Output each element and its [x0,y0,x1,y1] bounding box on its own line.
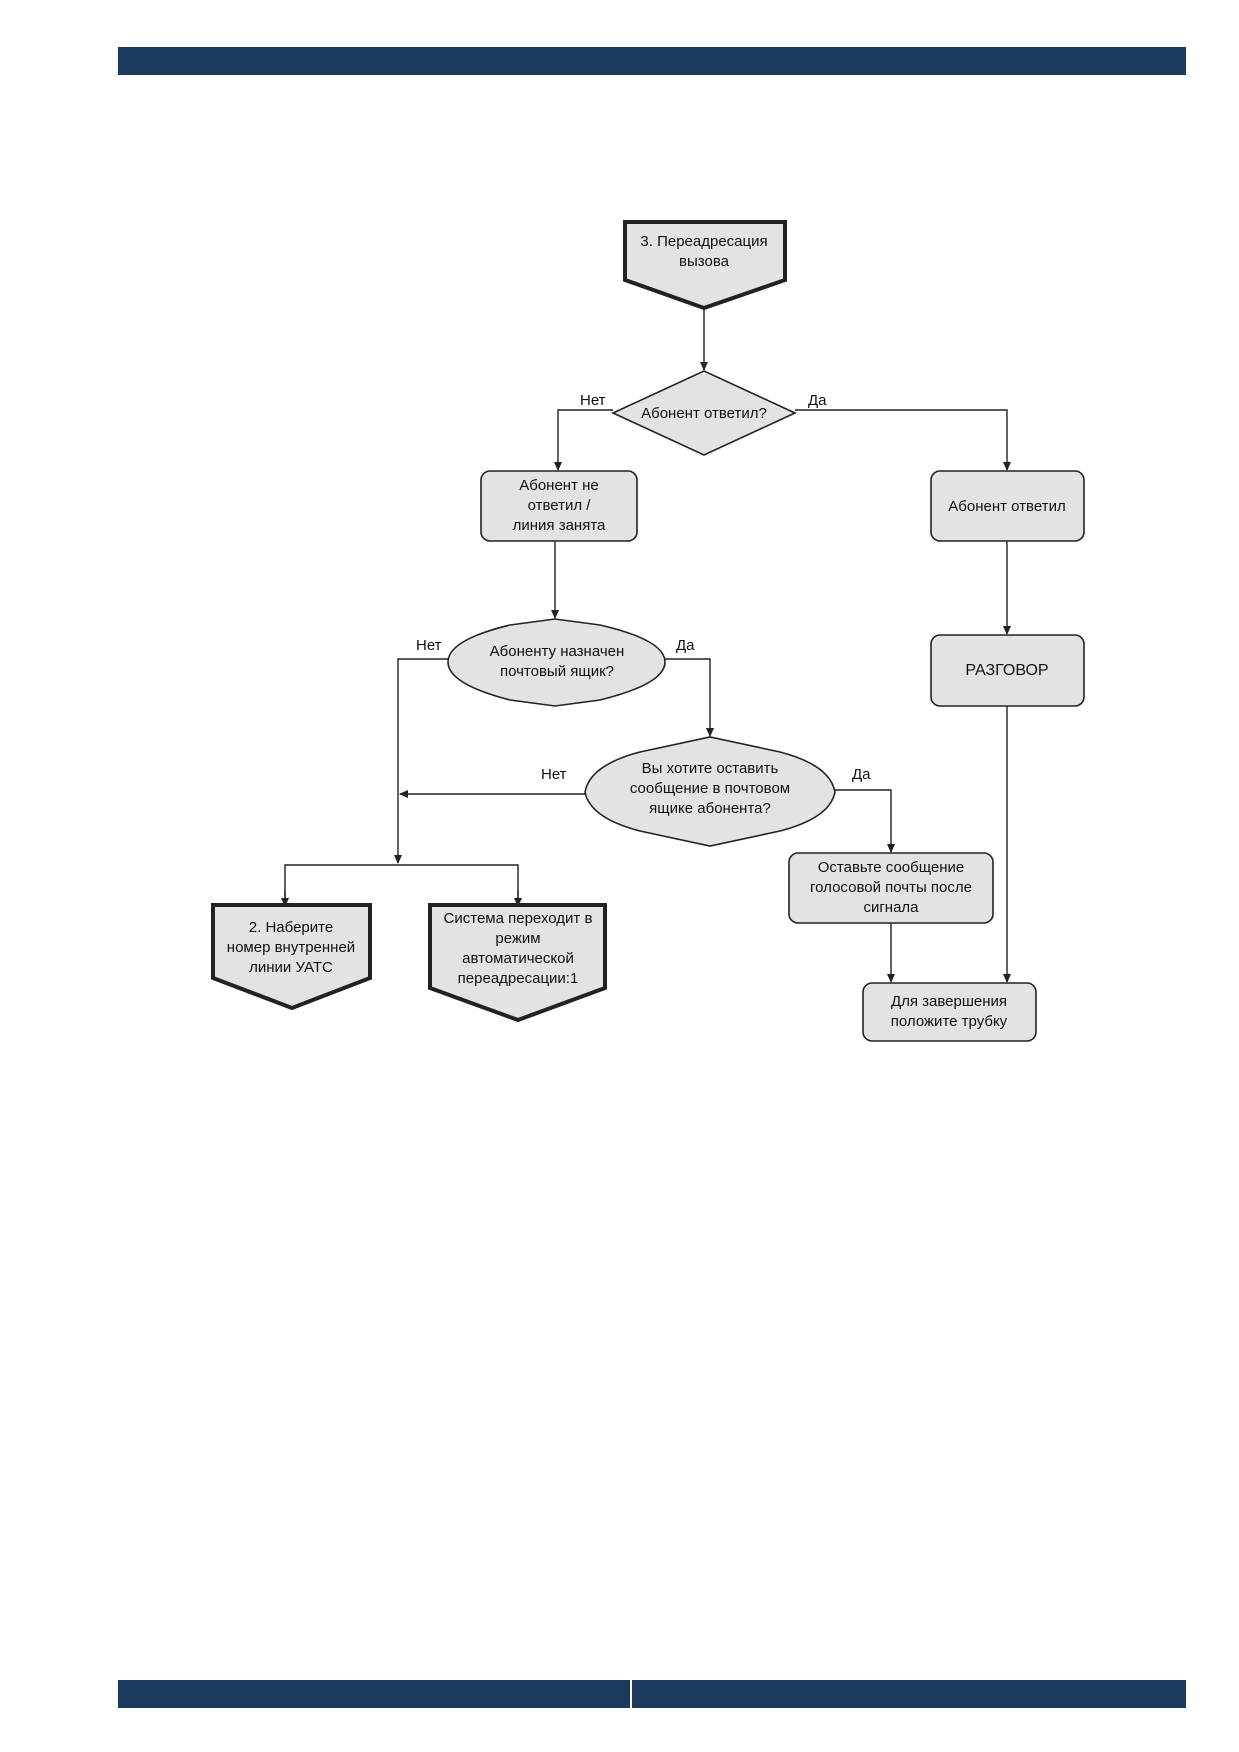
node-hang-up: Для завершения положите трубку [862,982,1037,1042]
node-leave-message-line-1: Оставьте сообщение [818,859,965,876]
decision-leave-message: Вы хотите оставить сообщение в почтовом … [584,736,836,847]
node-auto-forward-line-3: автоматической [462,950,574,967]
arrow-q3-yes [835,789,895,853]
node-auto-forward-line-2: режим [495,930,540,947]
edge-label-q3-no: Нет [541,766,567,783]
decision-mailbox-line-1: Абоненту назначен [490,643,625,660]
edge-label-q3-yes: Да [852,766,871,783]
edge-label-q1-no: Нет [580,392,606,409]
node-leave-message: Оставьте сообщение голосовой почты после… [788,852,994,924]
decision-leave-message-line-3: ящике абонента? [649,800,771,817]
node-auto-forward-line-4: переадресации:1 [458,970,579,987]
edge-label-q2-yes: Да [676,637,695,654]
header-band [118,47,1186,75]
arrow-q1-no [554,409,613,471]
node-dial-extension-line-1: 2. Наберите [249,919,333,936]
node-start-line-1: 3. Переадресация [640,233,767,250]
node-dial-extension: 2. Наберите номер внутренней линии УАТС [211,903,372,1011]
edge-label-q2-no: Нет [416,637,442,654]
decision-leave-message-line-1: Вы хотите оставить [642,760,779,777]
node-talk-label: РАЗГОВОР [965,662,1048,679]
node-hang-up-line-2: положите трубку [891,1013,1008,1030]
footer-band-left [118,1680,630,1708]
node-hang-up-line-1: Для завершения [891,993,1007,1010]
node-no-answer-line-3: линия занята [513,517,606,534]
arrow-q1-yes [795,409,1011,471]
node-dial-extension-line-2: номер внутренней [227,939,355,956]
node-no-answer-line-2: ответил / [528,497,592,514]
decision-leave-message-line-2: сообщение в почтовом [630,780,790,797]
node-answered: Абонент ответил [930,470,1085,542]
arrow-q2-yes [665,658,714,737]
arrow-q2-no [394,658,448,864]
split-line [284,864,519,905]
decision-answered-label: Абонент ответил? [641,405,767,422]
node-auto-forward-line-1: Система переходит в [444,910,593,927]
footer-band-right [632,1680,1186,1708]
node-leave-message-line-2: голосовой почты после [810,879,972,896]
node-start: 3. Переадресация вызова [623,220,787,311]
node-answered-label: Абонент ответил [948,498,1065,515]
node-no-answer: Абонент не ответил / линия занята [480,470,638,542]
decision-mailbox-line-2: почтовый ящик? [500,663,614,680]
node-auto-forward: Система переходит в режим автоматической… [428,903,607,1023]
edge-label-q1-yes: Да [808,392,827,409]
node-talk: РАЗГОВОР [930,634,1085,707]
decision-mailbox: Абоненту назначен почтовый ящик? [447,618,666,707]
node-no-answer-line-1: Абонент не [519,477,599,494]
decision-answered: Абонент ответил? [611,370,797,456]
node-start-line-2: вызова [679,253,730,270]
node-dial-extension-line-3: линии УАТС [249,959,333,976]
node-leave-message-line-3: сигнала [863,899,919,916]
